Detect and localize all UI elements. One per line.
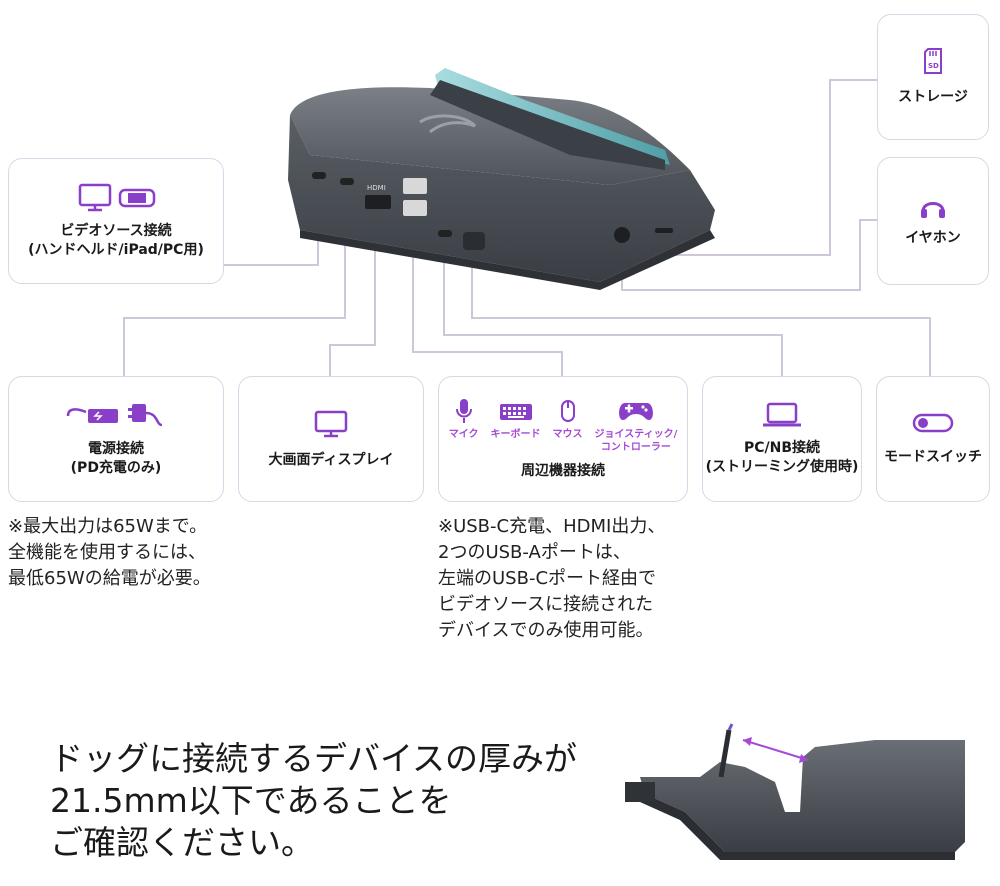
mode-switch-box: モードスイッチ [876, 376, 990, 502]
mode-slider [463, 232, 485, 250]
pc-nb-box: PC/NB接続 (ストリーミング使用時) [702, 376, 862, 502]
power-note: ※最大出力は65Wまで。 全機能を使用するには、 最低65Wの給電が必要。 [8, 516, 211, 589]
line-display [329, 208, 376, 376]
peripherals-box: マイク キーボード マウス [438, 376, 688, 502]
microphone-icon [455, 398, 472, 423]
monitor-console-icon [78, 183, 156, 212]
hdmi-port [365, 195, 391, 209]
keyboard-icon [499, 403, 532, 420]
sd-slot [655, 228, 673, 233]
line-peripherals [412, 222, 563, 376]
headphones-icon [921, 201, 945, 218]
video-source-label: ビデオソース接続 (ハンドヘルド/iPad/PC用) [28, 223, 204, 258]
dock-side-view [625, 723, 965, 860]
storage-label: ストレージ [898, 88, 968, 105]
toggle-switch-icon [912, 413, 954, 432]
earphone-label: イヤホン [905, 229, 961, 246]
storage-box: SD ストレージ [877, 14, 989, 140]
hdmi-label: HDMI [367, 184, 386, 192]
pc-nb-label: PC/NB接続 (ストリーミング使用時) [705, 440, 859, 475]
monitor-icon [314, 410, 348, 437]
svg-text:SD: SD [928, 62, 939, 70]
gamepad-icon [618, 402, 653, 420]
thickness-note: ドッグに接続するデバイスの厚みが 21.5mm以下であることを ご確認ください。 [50, 739, 578, 862]
earphone-box: イヤホン [877, 157, 989, 285]
peripheral-joystick: ジョイスティック/ コントローラー [595, 398, 677, 454]
usbc-port-1 [312, 172, 326, 179]
sd-card-icon: SD [924, 47, 942, 74]
peripheral-keyboard: キーボード [491, 398, 541, 441]
peripheral-mic: マイク [449, 398, 479, 441]
video-source-box: ビデオソース接続 (ハンドヘルド/iPad/PC用) [8, 158, 224, 284]
mode-switch-label: モードスイッチ [884, 448, 982, 465]
usbc-port-2 [340, 178, 354, 185]
line-mode-switch [471, 255, 931, 376]
display-box: 大画面ディスプレイ [238, 376, 424, 502]
dock-device: HDMI [288, 68, 715, 290]
peripherals-label: 周辺機器接続 [521, 462, 605, 479]
power-adapter-icon [66, 404, 163, 427]
laptop-icon [763, 402, 801, 427]
line-power [123, 205, 346, 376]
usba-port-2 [403, 200, 427, 216]
usb-note: ※USB-C充電、HDMI出力、 2つのUSB-Aポートは、 左端のUSB-Cポ… [438, 516, 666, 641]
line-pc-nb [443, 245, 783, 376]
mouse-icon [560, 399, 575, 422]
peripheral-mouse: マウス [553, 398, 583, 441]
usba-port-1 [403, 178, 427, 194]
power-label: 電源接続 (PD充電のみ) [70, 441, 162, 476]
power-box: 電源接続 (PD充電のみ) [8, 376, 224, 502]
audio-jack [614, 227, 630, 243]
usbc-port-3 [438, 230, 452, 237]
display-label: 大画面ディスプレイ [268, 451, 394, 468]
